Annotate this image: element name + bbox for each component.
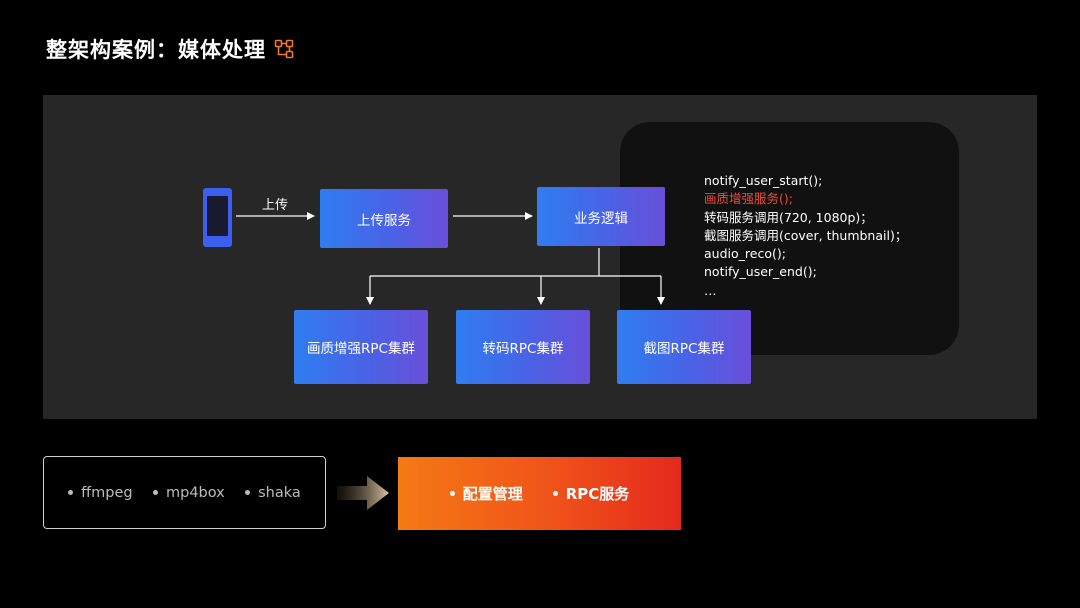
tool-label: ffmpeg <box>81 484 133 501</box>
tool-label: shaka <box>258 484 301 501</box>
tool-label: mp4box <box>165 484 225 501</box>
tool-item: ffmpeg <box>68 484 133 501</box>
platform-box: 配置管理 RPC服务 <box>398 457 681 530</box>
cluster-box-enhance: 画质增强RPC集群 <box>294 310 428 384</box>
big-arrow-icon <box>337 476 389 510</box>
code-block: notify_user_start(); 画质增强服务(); 转码服务调用(72… <box>704 172 907 300</box>
platform-label: RPC服务 <box>565 485 630 503</box>
code-line: … <box>704 282 717 298</box>
code-line: audio_reco(); <box>704 246 786 262</box>
upload-service-box: 上传服务 <box>320 189 448 248</box>
platform-label: 配置管理 <box>462 485 523 503</box>
phone-icon <box>203 188 232 247</box>
tool-item: shaka <box>245 485 301 501</box>
code-line: notify_user_end(); <box>704 264 817 280</box>
bullet-icon <box>552 491 558 496</box>
phone-screen <box>207 196 228 236</box>
bullet-icon <box>245 490 251 495</box>
page-title: 整架构案例：媒体处理 <box>46 34 294 64</box>
bullet-icon <box>152 490 158 495</box>
flow-icon <box>274 39 294 59</box>
bullet-icon <box>449 491 455 496</box>
bullet-icon <box>68 490 74 495</box>
code-line-highlighted: 画质增强服务(); <box>704 191 793 207</box>
upload-label: 上传 <box>262 198 289 213</box>
business-logic-box: 业务逻辑 <box>537 187 665 246</box>
tool-item: mp4box <box>152 484 225 501</box>
code-line: notify_user_start(); <box>704 173 823 188</box>
code-line: 截图服务调用(cover, thumbnail)； <box>704 227 908 243</box>
page-title-text: 整架构案例：媒体处理 <box>46 38 266 62</box>
platform-item: 配置管理 <box>449 483 523 504</box>
cluster-box-transcode: 转码RPC集群 <box>456 310 590 384</box>
cluster-box-screenshot: 截图RPC集群 <box>617 310 751 384</box>
tools-box: ffmpeg mp4box shaka <box>43 456 326 529</box>
code-line: 转码服务调用(720, 1080p)； <box>704 209 873 225</box>
platform-item: RPC服务 <box>552 483 630 504</box>
